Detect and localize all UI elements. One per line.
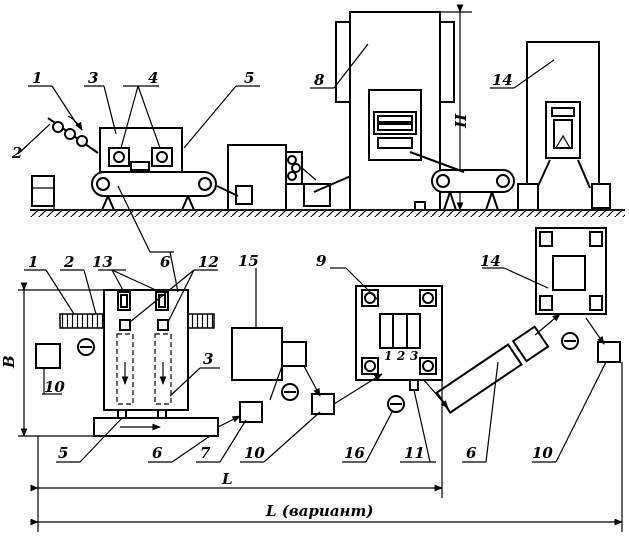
container-10 — [597, 341, 621, 363]
labels: 1 2 3 4 5 8 14 H 1 2 13 6 12 15 9 14 B 3… — [0, 69, 553, 520]
leaders-top — [17, 43, 555, 253]
container — [517, 183, 539, 211]
label-8-top: 8 — [314, 71, 325, 89]
leaders-bottom — [24, 251, 607, 463]
label-10-b: 10 — [244, 444, 265, 462]
label-B: B — [0, 355, 18, 369]
zone-2: 2 — [396, 349, 405, 363]
label-5-bot: 5 — [58, 444, 68, 462]
container — [591, 183, 611, 209]
label-11: 11 — [404, 444, 425, 462]
label-14-bot: 14 — [480, 252, 501, 270]
label-6-mid: 6 — [160, 253, 171, 271]
label-10-a: 10 — [44, 378, 65, 396]
blank-roller — [52, 121, 64, 133]
belt-conveyor-6 — [91, 171, 217, 197]
container-10 — [311, 393, 335, 415]
label-10-c: 10 — [532, 444, 553, 462]
zone-1: 1 — [384, 349, 392, 363]
label-9: 9 — [316, 252, 327, 270]
label-12: 12 — [198, 253, 219, 271]
plan-view — [18, 227, 623, 532]
label-2-bot: 2 — [63, 253, 74, 271]
control-cabinet — [31, 175, 55, 207]
elevation-view — [30, 4, 625, 217]
zone-3: 3 — [410, 349, 418, 363]
label-3-bot: 3 — [203, 350, 213, 368]
label-6-right: 6 — [466, 444, 477, 462]
auxiliary-press — [227, 144, 287, 211]
conveyor-6-inclined — [435, 325, 550, 414]
container-10 — [35, 343, 61, 369]
label-2-top: 2 — [11, 144, 22, 162]
coil-strip-right — [187, 313, 215, 329]
label-5-top: 5 — [244, 69, 254, 87]
floor-hatching — [30, 211, 625, 217]
label-3-top: 3 — [88, 69, 98, 87]
label-L: L — [221, 470, 233, 488]
label-L-variant: L (вариант) — [265, 502, 373, 520]
label-1-bot: 1 — [28, 253, 38, 271]
chute — [216, 185, 239, 197]
label-13: 13 — [92, 253, 113, 271]
label-15: 15 — [238, 252, 259, 270]
label-4-top: 4 — [148, 69, 158, 87]
belt-conveyor-8 — [431, 169, 515, 193]
label-1-top: 1 — [32, 69, 42, 87]
label-H: H — [452, 113, 470, 129]
container-7 — [239, 401, 263, 423]
coil-strip-left — [59, 313, 105, 329]
chute — [409, 151, 465, 173]
label-16: 16 — [344, 444, 365, 462]
container — [303, 183, 331, 207]
label-14-top: 14 — [492, 71, 513, 89]
blank-roller — [76, 135, 88, 147]
label-6-bot: 6 — [152, 444, 163, 462]
press-15-plan — [231, 327, 283, 381]
blank-roller — [64, 128, 76, 140]
label-7: 7 — [200, 444, 211, 462]
